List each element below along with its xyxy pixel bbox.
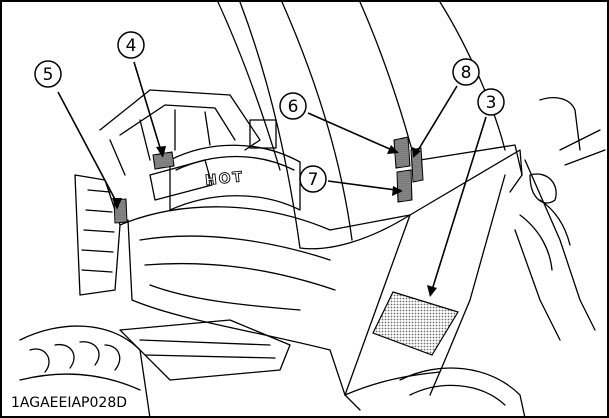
boot-bottom	[399, 367, 526, 418]
dash-edge	[299, 149, 523, 250]
callout-6-label: 6	[288, 97, 299, 117]
lever-top	[539, 97, 581, 151]
callout-5-label: 5	[43, 65, 54, 85]
hood-crease-3	[149, 284, 301, 311]
callout-4: 4	[117, 31, 145, 59]
lever-knob	[529, 173, 557, 204]
decal-3	[372, 291, 459, 356]
muffler-cover	[169, 144, 301, 211]
driveshaft-lines	[139, 339, 276, 359]
callout-5: 5	[34, 60, 62, 88]
callout-3-label: 3	[486, 93, 497, 113]
arrowhead-7	[392, 186, 403, 196]
callout-7-label: 7	[308, 170, 319, 190]
engine-detail-lines	[109, 109, 211, 176]
callout-8: 8	[452, 58, 480, 86]
leader-4	[133, 61, 162, 152]
tire-sidewall	[19, 373, 141, 391]
arrowhead-3	[427, 285, 437, 297]
engine-fins	[81, 189, 115, 273]
decal-7	[396, 169, 413, 203]
arrowhead-6	[387, 145, 399, 154]
callout-6: 6	[279, 92, 307, 120]
hood-body	[127, 219, 346, 396]
boot-bottom-inner	[409, 384, 506, 406]
leader-3	[431, 116, 487, 291]
console-right-1	[524, 159, 596, 331]
fender-arc-2	[281, 1, 353, 241]
figure-code: 1AGAEEIAP028D	[8, 395, 131, 411]
pipe-bracket	[149, 159, 213, 201]
callouts: 5 4 6 8 3 7	[34, 31, 505, 193]
cover-bottom	[344, 371, 441, 396]
leader-5	[57, 91, 118, 204]
engine-top-inner	[119, 104, 236, 141]
arrowhead-8	[412, 147, 421, 158]
arrowhead-5	[112, 198, 122, 210]
leader-lines	[57, 61, 487, 291]
callout-8-label: 8	[461, 63, 472, 83]
hood-top	[119, 206, 411, 231]
engine-side-block	[74, 174, 121, 296]
hood-crease-2	[144, 262, 336, 291]
engine-box	[249, 119, 277, 149]
line-art	[19, 1, 606, 418]
callout-3: 3	[477, 88, 505, 116]
fender-arc-4	[439, 1, 506, 151]
cover-right-edge	[429, 174, 506, 396]
arrowhead-4	[156, 146, 166, 158]
tire-tread	[29, 341, 121, 373]
leader-7	[327, 180, 397, 191]
leader-6	[307, 112, 393, 151]
hood-crease-1	[139, 235, 331, 261]
boot-2	[519, 214, 553, 271]
callout-4-label: 4	[126, 36, 137, 56]
fender-arc-1	[239, 1, 301, 249]
console-right-2	[514, 229, 561, 341]
callout-7: 7	[299, 165, 327, 193]
decal-4	[152, 151, 175, 170]
dash-top	[419, 144, 523, 176]
engine-top	[99, 89, 261, 151]
driveshaft-housing	[119, 319, 291, 381]
lever-arm	[559, 129, 606, 166]
leader-8	[416, 85, 458, 153]
decal-6	[393, 136, 411, 169]
arrow-heads	[112, 145, 437, 297]
hot-label: HOT	[204, 169, 245, 189]
